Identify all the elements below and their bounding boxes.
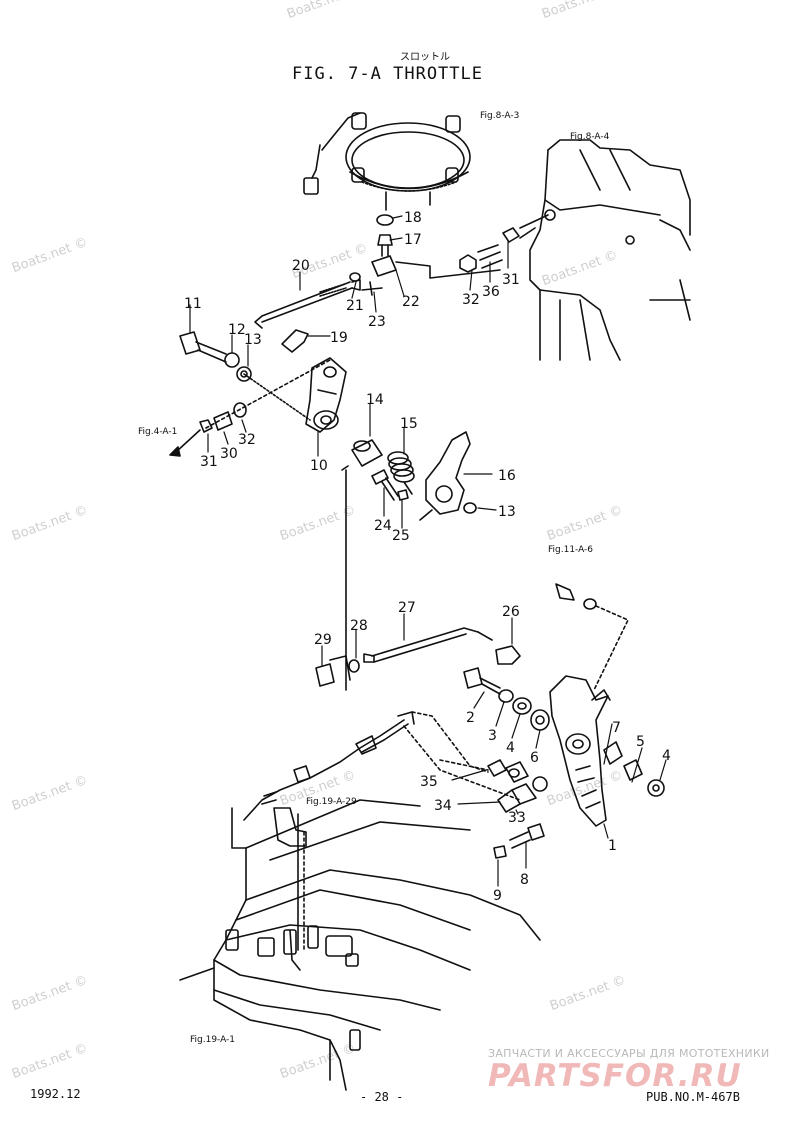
bolt-8-nut-9 [493, 823, 545, 859]
right-pivot-parts [603, 741, 665, 797]
callout: 7 [612, 720, 621, 736]
callout: 33 [508, 810, 526, 826]
link-parts-33-35 [487, 759, 548, 813]
control-arm-1 [549, 675, 611, 827]
callout: 9 [493, 888, 502, 904]
callout: 25 [392, 528, 410, 544]
callout: 12 [228, 322, 246, 338]
callout: 26 [502, 604, 520, 620]
rod-27 [315, 627, 493, 687]
callout: 8 [520, 872, 529, 888]
callout: 35 [420, 774, 438, 790]
ref-label: Fig.19-A-1 [190, 1035, 235, 1045]
callout: 13 [244, 332, 262, 348]
callout: 3 [488, 728, 497, 744]
brand-logo: PARTSFOR.RU [488, 1058, 742, 1094]
ref-label: Fig.8-A-3 [480, 111, 519, 121]
bolt-11-assembly [179, 331, 252, 382]
callout: 14 [366, 392, 384, 408]
callout: 36 [482, 284, 500, 300]
spring-15 [387, 451, 415, 495]
pivot-bolt-2-stack [463, 667, 550, 731]
callout: 22 [402, 294, 420, 310]
throttle-lever-10 [205, 357, 347, 433]
callout: 10 [310, 458, 328, 474]
bottom-cowling [179, 799, 541, 1091]
callout: 21 [346, 298, 364, 314]
footer-page-number: - 28 - [360, 1090, 404, 1104]
callout: 23 [368, 314, 386, 330]
callout: 5 [636, 734, 645, 750]
footer-pub-number: PUB.NO.M-467B [646, 1090, 740, 1104]
clip-19 [281, 329, 309, 353]
linkage-small-parts [349, 214, 520, 296]
callout-numbers: 1 2 3 4 4 5 6 7 8 9 10 11 12 13 13 14 15… [184, 210, 671, 904]
ref-label: Fig.4-A-1 [138, 427, 177, 437]
callout: 4 [662, 748, 671, 764]
guide-line-top [341, 465, 349, 471]
callout: 16 [498, 468, 516, 484]
callout: 20 [292, 258, 310, 274]
callout: 30 [220, 446, 238, 462]
nuts-left [169, 402, 247, 457]
callout: 6 [530, 750, 539, 766]
clip-26 [495, 645, 521, 665]
callout: 15 [400, 416, 418, 432]
callout: 31 [502, 272, 520, 288]
title-kana: スロットル [400, 52, 450, 63]
throttle-rod-20 [254, 279, 361, 329]
ref-label: Fig.11-A-6 [548, 545, 593, 555]
callout: 2 [466, 710, 475, 726]
callout: 31 [200, 454, 218, 470]
link-screw-11a6 [555, 583, 629, 691]
carburetor-body [519, 139, 691, 361]
callout: 18 [404, 210, 422, 226]
callout: 1 [608, 838, 617, 854]
collar-14 [351, 439, 383, 467]
callout: 34 [434, 798, 452, 814]
callout: 28 [350, 618, 368, 634]
callout: 24 [374, 518, 392, 534]
throttle-ring-assembly [303, 112, 471, 211]
leader-lines [189, 215, 667, 887]
screw-24-nut-25 [371, 469, 409, 501]
callout: 4 [506, 740, 515, 756]
callout: 32 [238, 432, 256, 448]
page-title: FIG. 7-A THROTTLE [292, 64, 483, 84]
throttle-cable [243, 711, 521, 821]
callout: 19 [330, 330, 348, 346]
brand-tagline: ЗАПЧАСТИ И АКСЕССУАРЫ ДЛЯ МОТОТЕХНИКИ [488, 1047, 770, 1060]
callout: 17 [404, 232, 422, 248]
callout: 32 [462, 292, 480, 308]
callout: 27 [398, 600, 416, 616]
callout: 29 [314, 632, 332, 648]
ref-label: Fig.19-A-29 [306, 797, 357, 807]
ref-label: Fig.8-A-4 [570, 132, 610, 142]
footer-date: 1992.12 [30, 1087, 81, 1101]
lever-16 [419, 431, 477, 521]
callout: 11 [184, 296, 202, 312]
callout: 13 [498, 504, 516, 520]
